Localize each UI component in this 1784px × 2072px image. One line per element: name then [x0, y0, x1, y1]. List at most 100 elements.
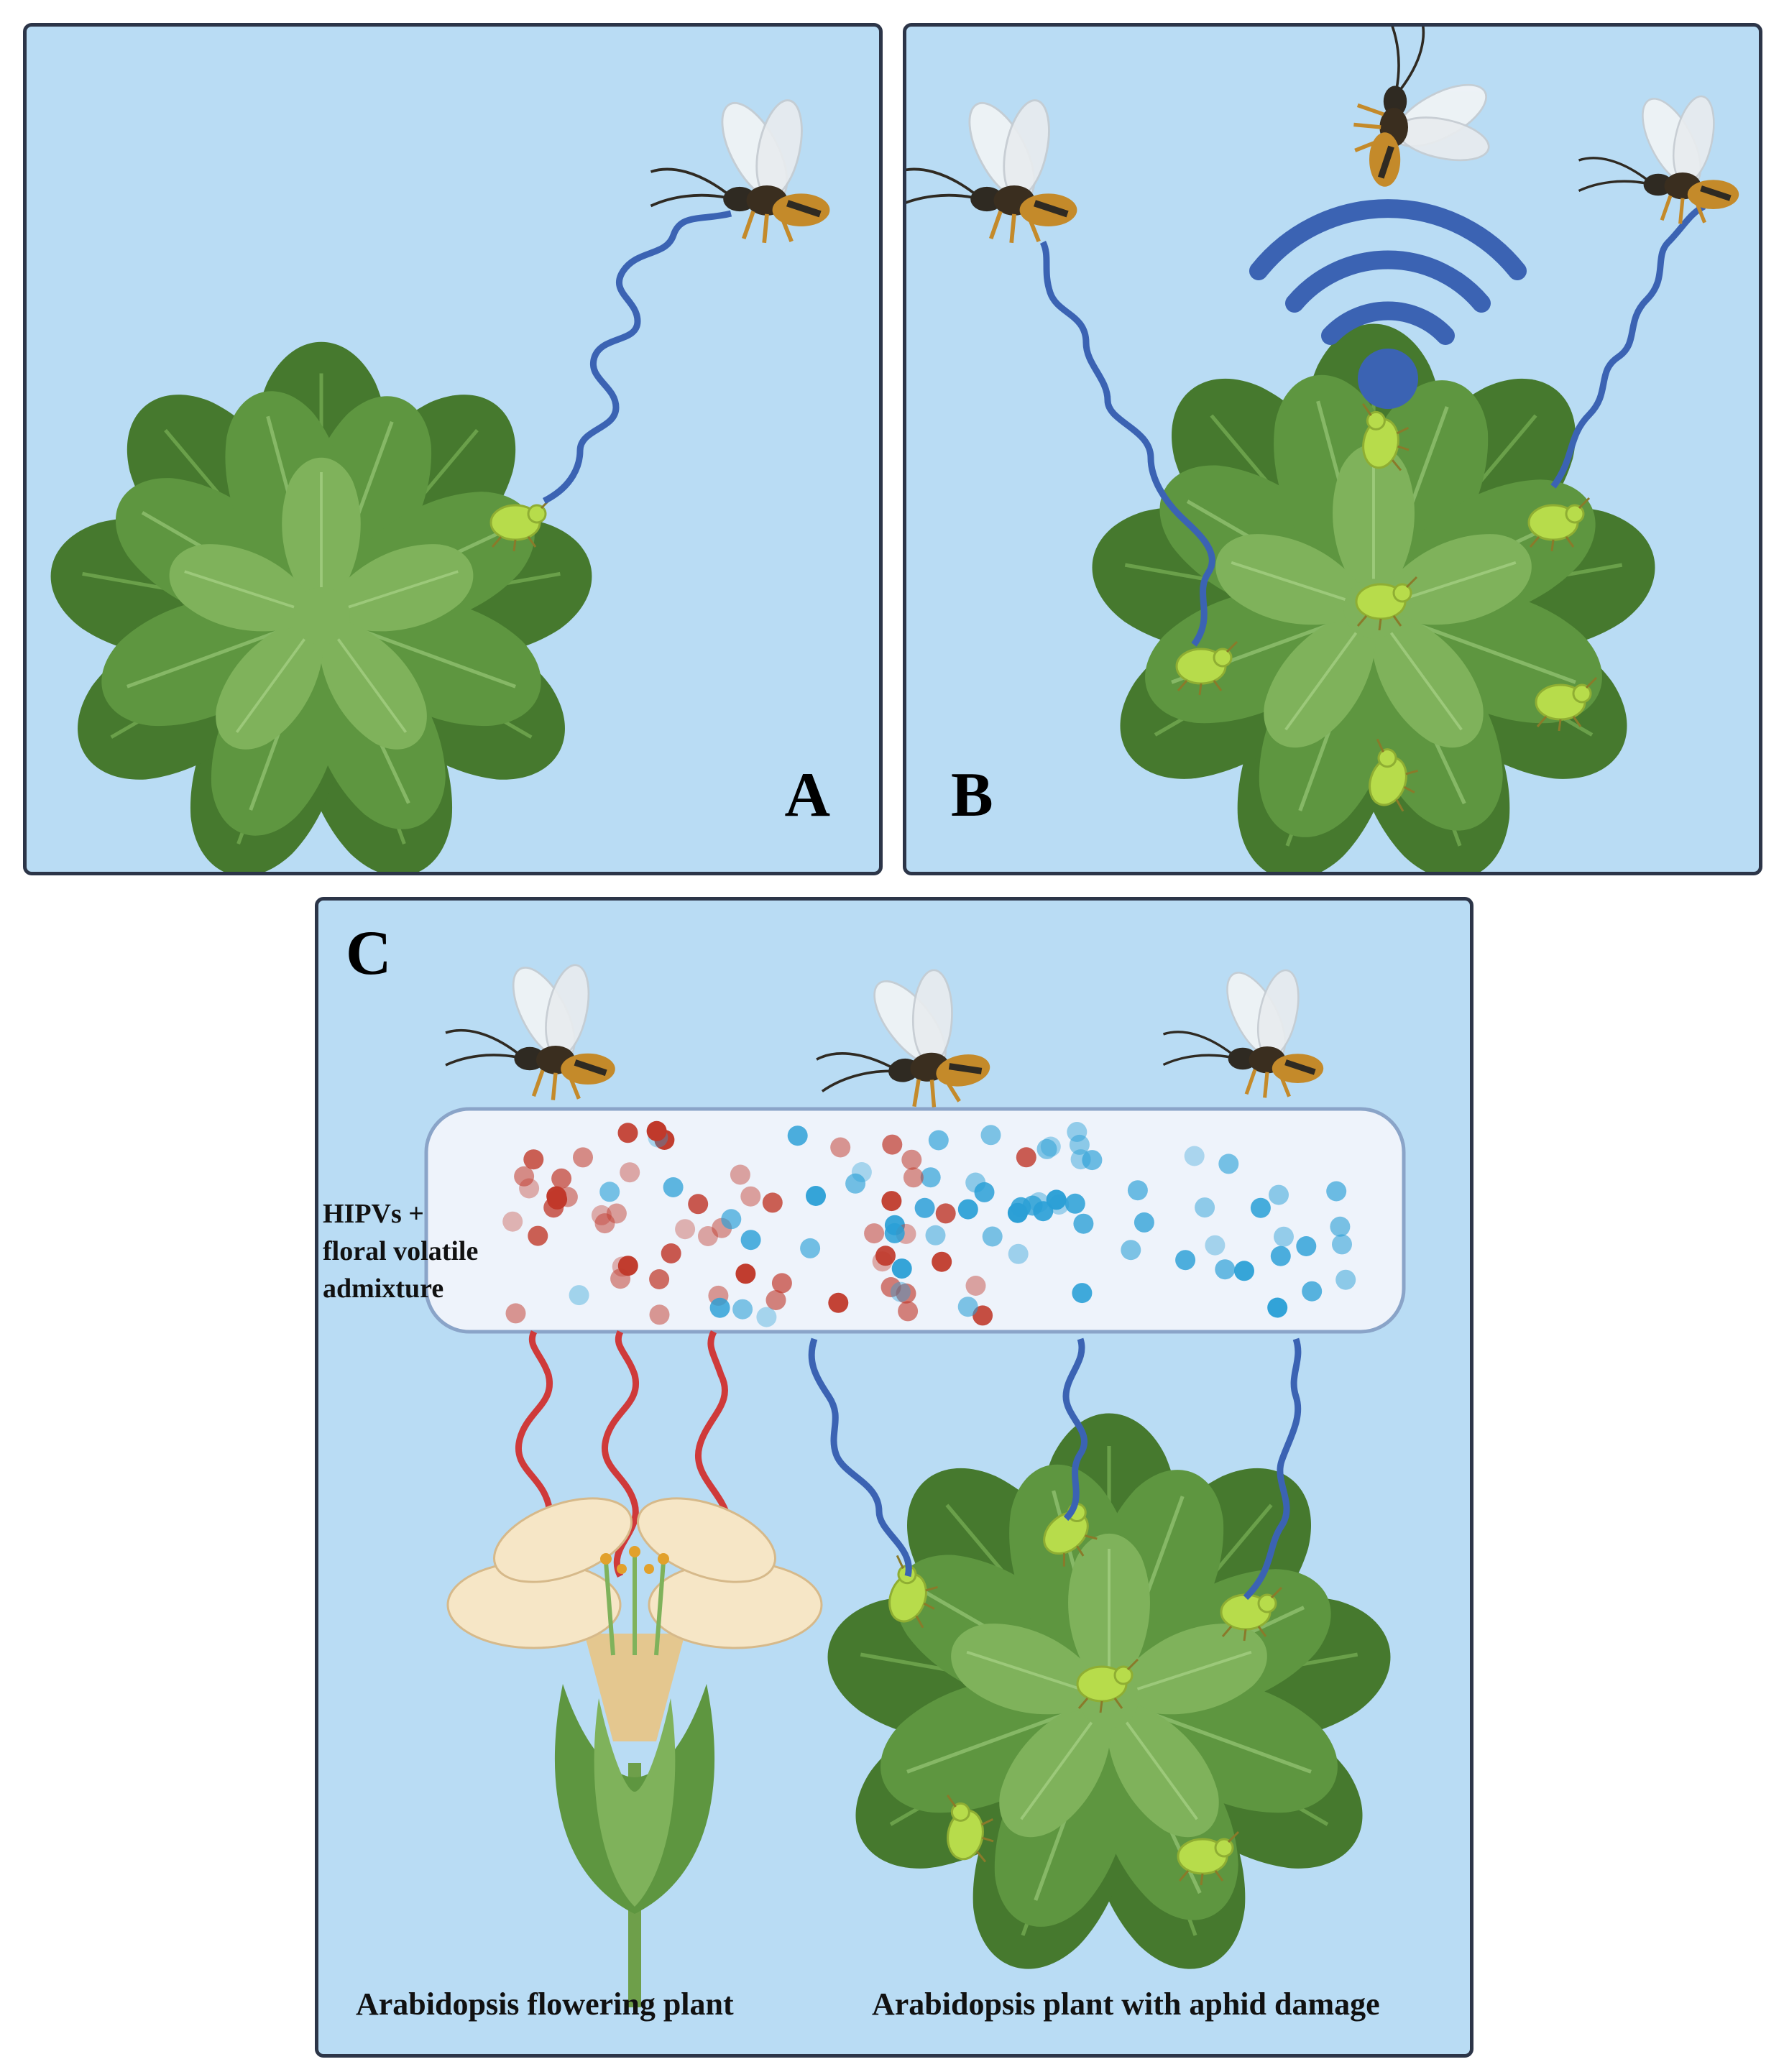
volatile-molecule	[980, 1125, 1001, 1146]
volatile-molecule	[1302, 1281, 1323, 1302]
volatile-molecule	[957, 1297, 978, 1317]
volatile-molecule	[721, 1209, 742, 1230]
volatile-molecule	[620, 1162, 640, 1183]
volatile-molecule	[599, 1182, 620, 1202]
panel-b-scene	[906, 27, 1759, 872]
rosette-plant-icon	[40, 342, 603, 872]
volatile-molecule	[709, 1297, 730, 1318]
volatile-molecule	[698, 1226, 718, 1246]
volatile-molecule	[1234, 1261, 1254, 1281]
panel-b: B	[903, 23, 1762, 875]
volatile-molecule	[771, 1273, 792, 1294]
volatile-molecule	[864, 1223, 885, 1244]
volatile-molecule	[973, 1305, 993, 1326]
volatile-molecule	[1134, 1212, 1154, 1233]
volatile-signal-line	[1039, 240, 1215, 647]
hipv-signal-line	[1243, 1337, 1302, 1601]
wifi-signal-icon	[1249, 199, 1527, 409]
volatile-molecule	[646, 1120, 667, 1141]
volatile-molecule	[935, 1203, 956, 1224]
volatile-molecule	[505, 1303, 526, 1324]
volatile-molecule	[594, 1213, 615, 1234]
volatile-molecule	[872, 1251, 893, 1272]
volatile-molecule	[688, 1194, 709, 1215]
volatile-molecule	[1330, 1216, 1351, 1237]
volatile-molecule	[569, 1285, 589, 1306]
volatile-molecule	[756, 1307, 777, 1327]
volatile-molecule	[591, 1205, 612, 1225]
volatile-molecule	[881, 1191, 902, 1212]
volatile-molecule	[675, 1219, 696, 1240]
volatile-molecule	[806, 1186, 826, 1206]
volatile-molecule	[896, 1283, 916, 1304]
volatile-molecule-icon	[502, 1120, 1356, 1327]
volatile-molecule	[882, 1134, 903, 1155]
volatile-molecule	[1121, 1240, 1141, 1261]
volatile-molecule	[1067, 1122, 1088, 1142]
volatile-molecule	[914, 1197, 935, 1218]
volatile-molecule	[965, 1276, 986, 1296]
parasitoid-wasp-icon	[1353, 27, 1495, 187]
volatile-molecule	[1195, 1197, 1215, 1218]
volatile-molecule	[800, 1238, 821, 1258]
volatile-molecule	[828, 1292, 849, 1313]
volatile-cloud	[424, 1107, 1406, 1334]
volatile-molecule	[649, 1269, 670, 1289]
volatile-molecule	[1069, 1134, 1090, 1155]
volatile-molecule	[735, 1263, 756, 1284]
volatile-molecule	[1205, 1235, 1226, 1256]
caption-aphid-damage: Arabidopsis plant with aphid damage	[872, 1986, 1380, 2022]
panel-letter: A	[784, 760, 830, 830]
volatile-molecule	[1335, 1269, 1356, 1290]
volatile-molecule	[1008, 1243, 1029, 1264]
volatile-molecule	[1215, 1259, 1236, 1280]
parasitoid-wasp-icon	[1579, 90, 1739, 224]
volatile-molecule	[1250, 1197, 1271, 1218]
parasitoid-wasp-icon	[446, 959, 615, 1100]
panel-letter: C	[346, 918, 392, 988]
volatile-molecule	[1033, 1201, 1054, 1222]
caption-flowering-plant: Arabidopsis flowering plant	[356, 1986, 734, 2022]
volatile-molecule	[932, 1251, 952, 1272]
volatile-molecule	[891, 1258, 912, 1279]
volatile-molecule	[663, 1177, 684, 1197]
volatile-molecule	[982, 1226, 1003, 1247]
volatile-molecule	[732, 1299, 753, 1320]
parasitoid-wasp-icon	[651, 93, 830, 243]
volatile-molecule	[925, 1225, 946, 1245]
volatile-molecule	[830, 1137, 851, 1158]
panel-c: C HIPVs + floral volatile admixture Arab…	[315, 897, 1473, 2058]
volatile-signal-line	[542, 210, 732, 505]
volatile-molecule	[730, 1164, 750, 1185]
volatile-molecule	[1036, 1138, 1057, 1159]
volatile-molecule	[551, 1168, 572, 1189]
volatile-molecule	[903, 1167, 924, 1188]
flower-icon	[448, 1482, 822, 2007]
volatile-molecule	[787, 1125, 808, 1146]
volatile-molecule	[898, 1301, 919, 1322]
parasitoid-wasp-icon	[1164, 964, 1324, 1097]
rosette-plant-icon	[816, 1414, 1402, 1991]
volatile-molecule	[1269, 1184, 1289, 1205]
volatile-molecule	[884, 1223, 905, 1243]
volatile-molecule	[528, 1225, 548, 1246]
volatile-molecule	[1270, 1245, 1291, 1266]
panel-a: A	[23, 23, 883, 875]
volatile-molecule	[661, 1243, 681, 1263]
volatile-molecule	[875, 1245, 896, 1266]
volatile-molecule	[1070, 1149, 1091, 1170]
volatile-molecule	[920, 1167, 941, 1188]
volatile-molecule	[546, 1186, 567, 1207]
volatile-molecule	[523, 1149, 544, 1170]
volatile-molecule	[502, 1211, 523, 1232]
volatile-molecule	[617, 1256, 638, 1276]
volatile-signal-line	[1550, 203, 1706, 489]
parasitoid-wasp-icon	[804, 957, 995, 1125]
panel-a-scene	[27, 27, 879, 872]
volatile-molecule	[880, 1277, 901, 1297]
volatile-molecule	[1065, 1193, 1085, 1214]
volatile-molecule	[1073, 1213, 1094, 1234]
volatile-molecule	[1326, 1181, 1347, 1202]
hipv-signal-line	[808, 1337, 912, 1578]
hipv-signal-line	[1062, 1337, 1088, 1521]
